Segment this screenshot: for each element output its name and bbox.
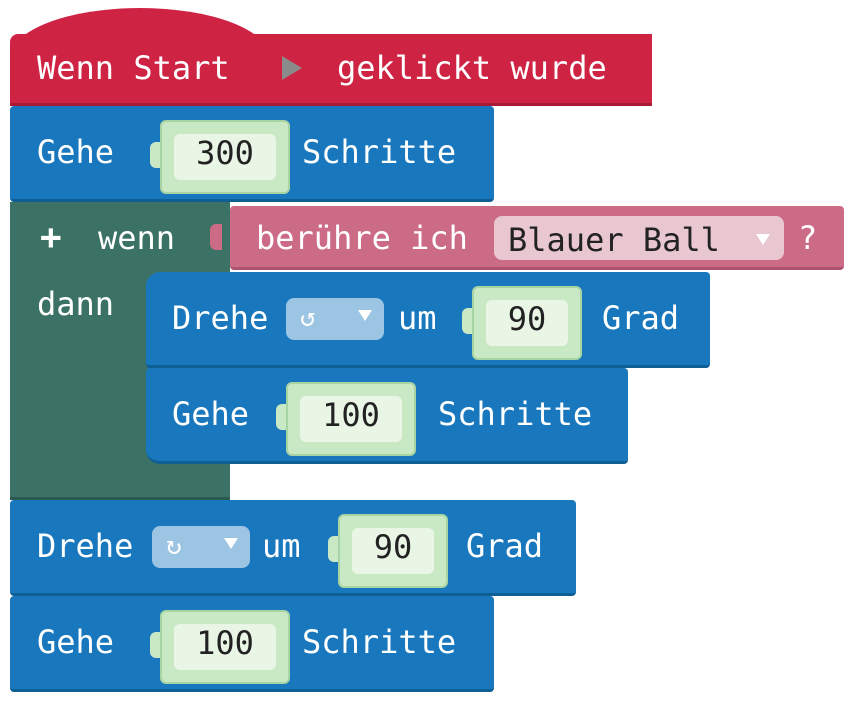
event-suffix-label: geklickt wurde (337, 49, 607, 87)
move-label: Gehe (37, 623, 115, 661)
event-prefix-label: Wenn Start (37, 49, 230, 87)
sprite-target-dropdown[interactable]: Blauer Ball (494, 216, 784, 260)
degrees-unit-label: Grad (602, 299, 680, 337)
sprite-target-value: Blauer Ball (508, 221, 720, 259)
input-socket-tab (276, 404, 288, 430)
steps-number-field[interactable]: 100 (286, 382, 416, 456)
condition-prefix-label: berühre ich (256, 219, 468, 257)
rotate-left-icon: ↺ (300, 303, 316, 333)
degrees-number-field[interactable]: 90 (472, 286, 582, 360)
move-label: Gehe (172, 395, 250, 433)
if-then-block[interactable]: + wenn dann (10, 202, 230, 500)
turn-direction-dropdown[interactable]: ↺ (286, 298, 384, 340)
input-socket-tab (328, 536, 340, 562)
degrees-value[interactable]: 90 (352, 528, 434, 574)
steps-value[interactable]: 100 (300, 396, 402, 442)
touching-condition-block[interactable]: berühre ich Blauer Ball ? (230, 206, 844, 270)
degrees-number-field[interactable]: 90 (338, 514, 448, 588)
turn-block-2[interactable]: Drehe ↻ um 90 Grad (10, 500, 576, 596)
flag-play-icon (282, 56, 302, 80)
event-block-on-start[interactable]: Wenn Start geklickt wurde (10, 34, 652, 106)
move-block-1[interactable]: Gehe 300 Schritte (10, 106, 494, 202)
turn-label: Drehe (37, 527, 134, 565)
steps-value[interactable]: 300 (174, 134, 276, 180)
input-socket-tab (150, 142, 162, 168)
add-branch-plus-icon[interactable]: + (40, 217, 62, 258)
rotate-right-icon: ↻ (166, 531, 182, 561)
chevron-down-icon (358, 310, 372, 321)
turn-by-label: um (262, 527, 301, 565)
steps-value[interactable]: 100 (174, 624, 276, 670)
turn-label: Drehe (172, 299, 269, 337)
move-block-2[interactable]: Gehe 100 Schritte (10, 596, 494, 692)
condition-socket-tab (210, 224, 222, 250)
steps-unit-label: Schritte (438, 395, 593, 433)
steps-unit-label: Schritte (302, 133, 457, 171)
input-socket-tab (462, 308, 474, 334)
degrees-unit-label: Grad (466, 527, 544, 565)
turn-by-label: um (398, 299, 437, 337)
move-label: Gehe (37, 133, 115, 171)
condition-suffix-label: ? (798, 219, 818, 257)
steps-number-field[interactable]: 300 (160, 120, 290, 194)
inner-move-block[interactable]: Gehe 100 Schritte (146, 368, 628, 464)
chevron-down-icon (756, 234, 770, 245)
inner-turn-block[interactable]: Drehe ↺ um 90 Grad (146, 272, 710, 368)
turn-direction-dropdown[interactable]: ↻ (152, 526, 250, 568)
input-socket-tab (150, 632, 162, 658)
degrees-value[interactable]: 90 (486, 300, 568, 346)
then-label: dann (37, 285, 115, 323)
steps-number-field[interactable]: 100 (160, 610, 290, 684)
steps-unit-label: Schritte (302, 623, 457, 661)
if-label: wenn (98, 219, 176, 257)
chevron-down-icon (224, 538, 238, 549)
